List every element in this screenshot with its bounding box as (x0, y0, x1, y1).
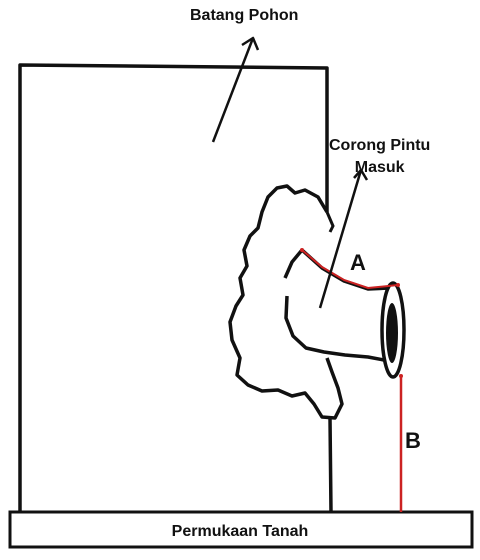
ground-label: Permukaan Tanah (171, 523, 309, 540)
funnel-arrow-head (353, 168, 369, 181)
funnel-lower-left (284, 295, 385, 362)
measure-a-end (396, 283, 400, 287)
funnel-arrow-shaft (318, 169, 363, 309)
tree-trunk (18, 63, 333, 513)
measure-a-line (301, 249, 399, 290)
trunk-label: Batang Pohon (190, 7, 299, 24)
dimension-a-label: A (350, 250, 366, 275)
funnel-label-line2: Masuk (354, 159, 405, 176)
funnel-upper-edge (283, 248, 304, 279)
measure-b-start (399, 374, 403, 378)
dimension-b-label: B (405, 428, 421, 453)
trunk-arrow-shaft (211, 37, 255, 143)
ground-slab (8, 510, 474, 549)
funnel-label-line1: Corong Pintu (329, 137, 431, 154)
trunk-arrow-head (241, 36, 260, 51)
measure-a-start (300, 248, 304, 252)
mound-notch (325, 211, 335, 233)
funnel-mouth-opening (386, 303, 398, 363)
funnel-label: Corong Pintu Masuk (329, 135, 430, 179)
